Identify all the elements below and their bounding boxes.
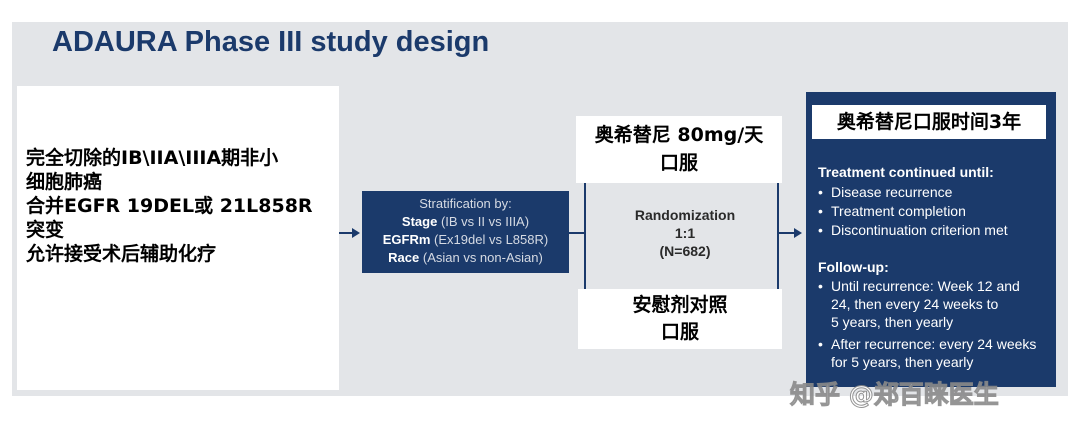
watermark-text: 知乎 @郑百睐医生	[790, 380, 1000, 410]
population-line: 合并EGFR 19DEL或 21L858R	[26, 195, 313, 217]
population-line: 突变	[26, 219, 65, 241]
population-line: 细胞肺癌	[26, 171, 103, 193]
treatment-panel-header: 奥希替尼口服时间3年	[812, 105, 1046, 139]
strat-label: EGFRm	[382, 232, 431, 247]
bracket-right	[777, 182, 779, 290]
population-line: 完全切除的IB\IIA\IIIA期非小	[26, 147, 279, 169]
randomization-n: (N=682)	[659, 243, 711, 259]
drug-arm-line: 奥希替尼 80mg/天	[594, 124, 764, 146]
randomization-label: Randomization 1:1 (N=682)	[600, 206, 770, 260]
stratification-row: Stage (IB vs II vs IIIA)	[362, 213, 569, 231]
randomization-title: Randomization	[634, 207, 736, 223]
stratification-box: Stratification by: Stage (IB vs II vs II…	[362, 191, 569, 273]
stratification-row: EGFRm (Ex19del vs L858R)	[362, 231, 569, 249]
placebo-arm-line: 口服	[660, 321, 699, 343]
followup-heading: Follow-up:	[818, 259, 889, 275]
drug-arm-box: 奥希替尼 80mg/天 口服	[576, 116, 782, 183]
treatment-panel	[806, 92, 1056, 387]
population-text: 完全切除的IB\IIA\IIIA期非小 细胞肺癌 合并EGFR 19DEL或 2…	[26, 146, 336, 266]
arrow-connector	[779, 232, 795, 234]
stratification-heading: Stratification by:	[419, 196, 512, 211]
arrow-head-icon	[352, 228, 360, 238]
bracket-left	[584, 182, 586, 290]
strat-detail: (Ex19del vs L858R)	[430, 232, 549, 247]
placebo-arm-box: 安慰剂对照 口服	[578, 289, 782, 349]
arrow-head-icon	[794, 228, 802, 238]
strat-detail: (Asian vs non-Asian)	[419, 250, 543, 265]
randomization-ratio: 1:1	[674, 225, 696, 241]
slide-title: ADAURA Phase III study design	[52, 26, 490, 58]
treatment-continued-heading: Treatment continued until:	[818, 164, 994, 180]
arrow-connector	[569, 232, 585, 234]
population-box	[17, 86, 339, 390]
arrow-connector	[339, 232, 354, 234]
stratification-row: Race (Asian vs non-Asian)	[362, 249, 569, 267]
strat-label: Stage	[401, 214, 438, 229]
drug-arm-line: 口服	[659, 152, 698, 174]
placebo-arm-line: 安慰剂对照	[632, 294, 728, 316]
strat-label: Race	[388, 250, 420, 265]
population-line: 允许接受术后辅助化疗	[26, 243, 217, 265]
strat-detail: (IB vs II vs IIIA)	[437, 214, 530, 229]
